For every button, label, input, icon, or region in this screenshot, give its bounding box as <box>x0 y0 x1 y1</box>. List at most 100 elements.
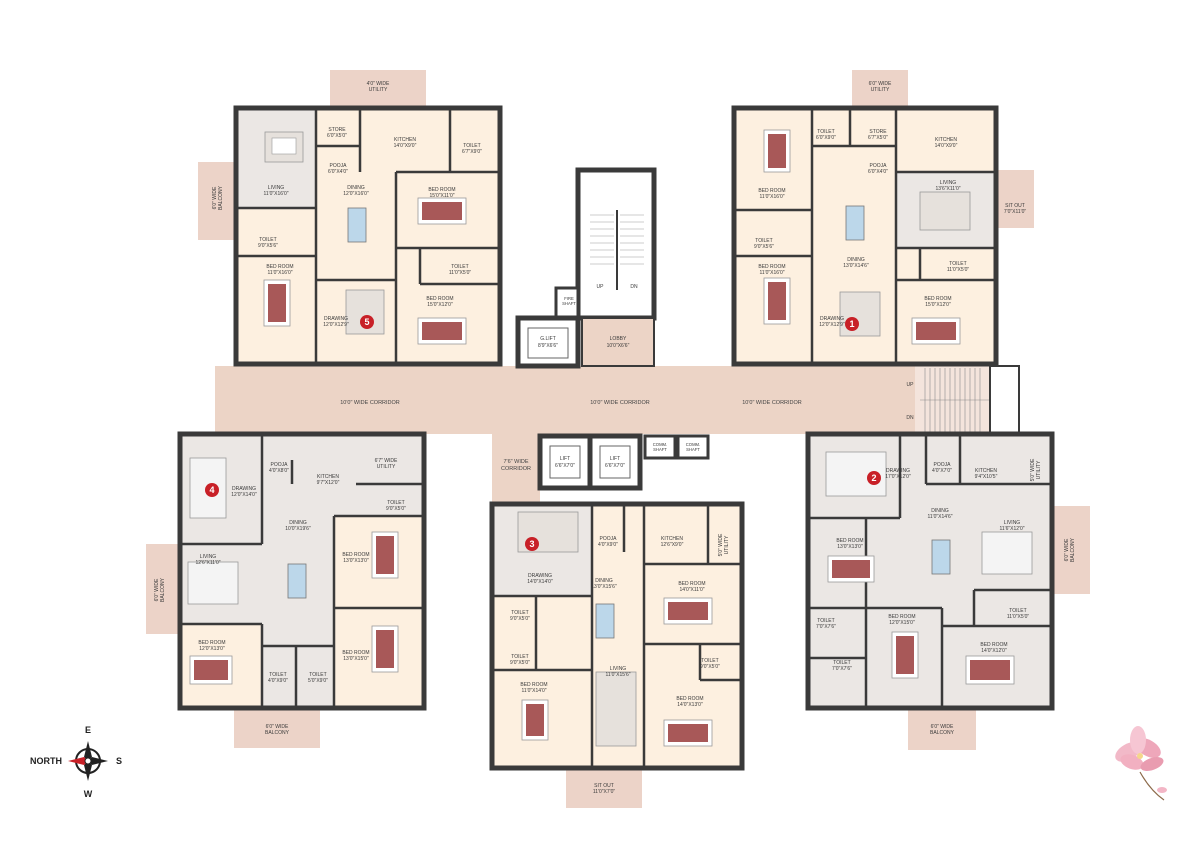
u2-dining-1: DINING <box>931 508 949 514</box>
u5-dining-1: DINING <box>347 185 365 191</box>
comm-shaft-1-a: COMM. <box>653 442 667 447</box>
corridor-label-center: 10'0" WIDE CORRIDOR <box>590 400 650 406</box>
u2-bed-b-2: 12'0"X15'0" <box>889 620 915 626</box>
u1-sitout-1: SIT OUT <box>1005 203 1025 209</box>
u1-kitchen-1: KITCHEN <box>935 137 957 143</box>
u1-living-1: LIVING <box>940 180 957 186</box>
u5-pooja-1: POOJA <box>330 163 348 169</box>
u2-bed-a-1: BED ROOM <box>836 538 863 544</box>
u3-living-2: 11'0"X15'6" <box>605 672 630 678</box>
u2-living-1: LIVING <box>1004 520 1021 526</box>
u1-dining-2: 13'0"X14'6" <box>843 263 869 269</box>
u4-balcony-side-2: BALCONY <box>160 577 166 602</box>
u3-dining-2: 13'0"X15'6" <box>591 584 617 590</box>
u5-living-2: 11'0"X16'0" <box>263 191 288 197</box>
u2-drawing-1: DRAWING <box>886 468 910 474</box>
u4-living-1: LIVING <box>200 554 217 560</box>
u1-toilet-a-1: TOILET <box>817 129 834 135</box>
u1-drawing-2: 12'0"X12'9" <box>819 322 845 328</box>
u4-toilet-b-1: TOILET <box>269 672 286 678</box>
glift-size: 8'9"X6'6" <box>538 343 558 349</box>
unit-3: POOJA 4'0"X9'0" KITCHEN 12'6"X9'0" 5'0" … <box>489 501 745 808</box>
u2-bed-c-2: 14'0"X12'0" <box>981 648 1007 654</box>
flower-icon <box>1115 726 1167 801</box>
u4-toilet-a-1: TOILET <box>387 500 404 506</box>
u5-toilet-a-1: TOILET <box>463 143 480 149</box>
comm-shaft-1-b: SHAFT <box>653 447 667 452</box>
u5-bed-a-1: BED ROOM <box>428 187 455 193</box>
lift-1-size: 6'6"X7'0" <box>555 463 575 469</box>
u5-toilet-c-1: TOILET <box>451 264 468 270</box>
u3-bed-c-1: BED ROOM <box>676 696 703 702</box>
u2-toilet-c-1: TOILET <box>833 660 850 666</box>
u2-toilet-b-1: TOILET <box>817 618 834 624</box>
fire-shaft-label-2: SHAFT <box>562 301 576 306</box>
u3-bed-b-2: 11'0"X14'0" <box>521 688 546 694</box>
core-stair-up: UP <box>597 284 605 290</box>
u4-pooja-1: POOJA <box>271 462 289 468</box>
u2-living-2: 11'6"X12'0" <box>999 526 1024 532</box>
u3-sitout-1: SIT OUT <box>594 783 614 789</box>
u3-toilet-c-1: TOILET <box>701 658 718 664</box>
u3-toilet-b-2: 9'0"X5'0" <box>510 660 530 666</box>
u1-pooja-2: 6'0"X4'0" <box>868 169 888 175</box>
u3-utility-2: UTILITY <box>724 535 730 554</box>
u2-bed-a-2: 13'0"X13'0" <box>837 544 863 550</box>
u2-pooja-2: 4'0"X7'0" <box>932 468 952 474</box>
u5-drawing-2: 12'0"X12'9" <box>323 322 349 328</box>
unit-4-badge <box>205 483 219 497</box>
u1-toilet-a-2: 6'0"X9'0" <box>816 135 836 141</box>
u2-toilet-a-2: 11'0"X5'0" <box>1007 614 1030 620</box>
lobby-label: LOBBY <box>610 336 627 342</box>
stair-up-label: UP <box>907 382 915 388</box>
u5-drawing-1: DRAWING <box>324 316 348 322</box>
u3-toilet-b-1: TOILET <box>511 654 528 660</box>
unit-3-badge <box>525 537 539 551</box>
u3-kitchen-2: 12'6"X9'0" <box>661 542 684 548</box>
u1-bed-b-1: BED ROOM <box>758 264 785 270</box>
u5-utility-1: 4'0" WIDE <box>367 81 390 87</box>
u5-dining-2: 12'0"X16'0" <box>343 191 369 197</box>
u2-toilet-c-2: 7'0"X7'6" <box>832 666 852 672</box>
u5-living-1: LIVING <box>268 185 285 191</box>
unit-4: POOJA 4'0"X8'0" KITCHEN 9'7"X12'0" 6'7" … <box>146 431 427 748</box>
u1-toilet-c-1: TOILET <box>949 261 966 267</box>
corridor-label-vertical-2: CORRIDOR <box>501 466 531 472</box>
u5-store-1: STORE <box>328 127 346 133</box>
u1-store-2: 6'7"X5'0" <box>868 135 888 141</box>
u1-utility-1: 6'0" WIDE <box>869 81 892 87</box>
unit-5-badge-label: 5 <box>364 317 369 327</box>
fire-shaft-label-1: FIRE <box>564 296 574 301</box>
lift-1-label: LIFT <box>560 456 570 462</box>
compass-north: NORTH <box>30 756 62 766</box>
u2-kitchen-1: KITCHEN <box>975 468 997 474</box>
lift-2-size: 6'6"X7'0" <box>605 463 625 469</box>
u4-utility-1: 6'7" WIDE <box>375 458 398 464</box>
lobby-size: 10'0"X6'6" <box>607 343 630 349</box>
u3-toilet-c-2: 9'0"X5'0" <box>700 664 720 670</box>
stair-dn-label: DN <box>906 415 914 421</box>
u5-kitchen-1: KITCHEN <box>394 137 416 143</box>
u4-balcony-side-1: 6'0" WIDE <box>154 578 160 601</box>
compass-east: E <box>85 725 91 735</box>
comm-shaft-2-b: SHAFT <box>686 447 700 452</box>
corridor-label-right: 10'0" WIDE CORRIDOR <box>742 400 802 406</box>
corridor-label-vertical-1: 7'6" WIDE <box>503 459 528 465</box>
u4-dining-2: 10'0"X19'6" <box>285 526 311 532</box>
glift-label: G.LIFT <box>540 336 556 342</box>
u4-bed-b-2: 13'0"X15'0" <box>343 656 369 662</box>
u2-toilet-b-2: 7'0"X7'6" <box>816 624 836 630</box>
u3-utility-1: 5'0" WIDE <box>718 533 724 556</box>
u5-bed-a-2: 15'0"X11'0" <box>429 193 454 199</box>
u5-bed-b-1: BED ROOM <box>266 264 293 270</box>
u2-balcony-1: 6'0" WIDE <box>931 724 954 730</box>
u2-utility-2: UTILITY <box>1036 460 1042 479</box>
u5-balcony-1: 6'0" WIDE <box>212 186 218 209</box>
u3-bed-b-1: BED ROOM <box>520 682 547 688</box>
compass-arrow-icon <box>84 741 92 761</box>
compass-south: S <box>116 756 122 766</box>
u1-bed-c-2: 15'0"X12'0" <box>925 302 951 308</box>
unit-4-badge-label: 4 <box>209 485 214 495</box>
u3-bed-a-2: 14'0"X11'0" <box>679 587 704 593</box>
u3-sitout-2: 11'0"X7'0" <box>593 789 616 795</box>
